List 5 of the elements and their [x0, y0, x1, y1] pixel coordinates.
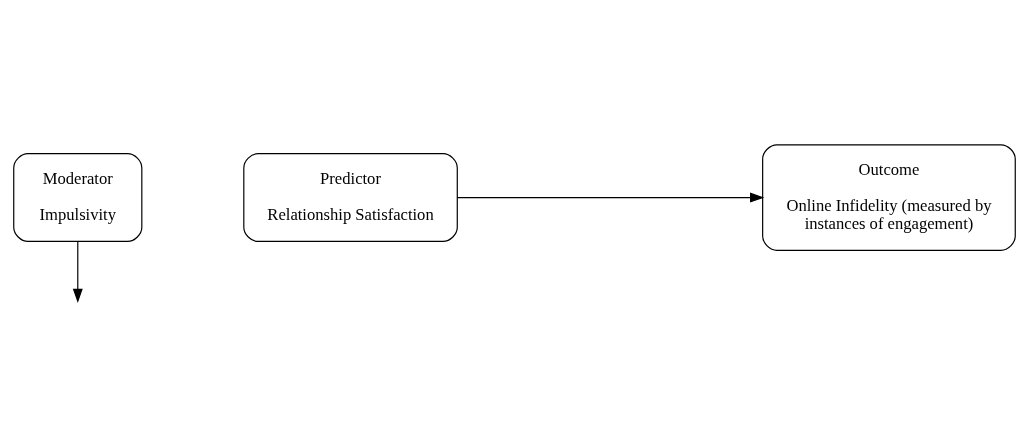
node-box: Outcome Online Infidelity (measured by instances of engagement) [761, 143, 1016, 251]
node-box: Predictor Relationship Satisfaction [242, 152, 458, 242]
arrow [72, 240, 83, 303]
arrow [456, 192, 764, 203]
node-box: Moderator Impulsivity [12, 152, 142, 242]
